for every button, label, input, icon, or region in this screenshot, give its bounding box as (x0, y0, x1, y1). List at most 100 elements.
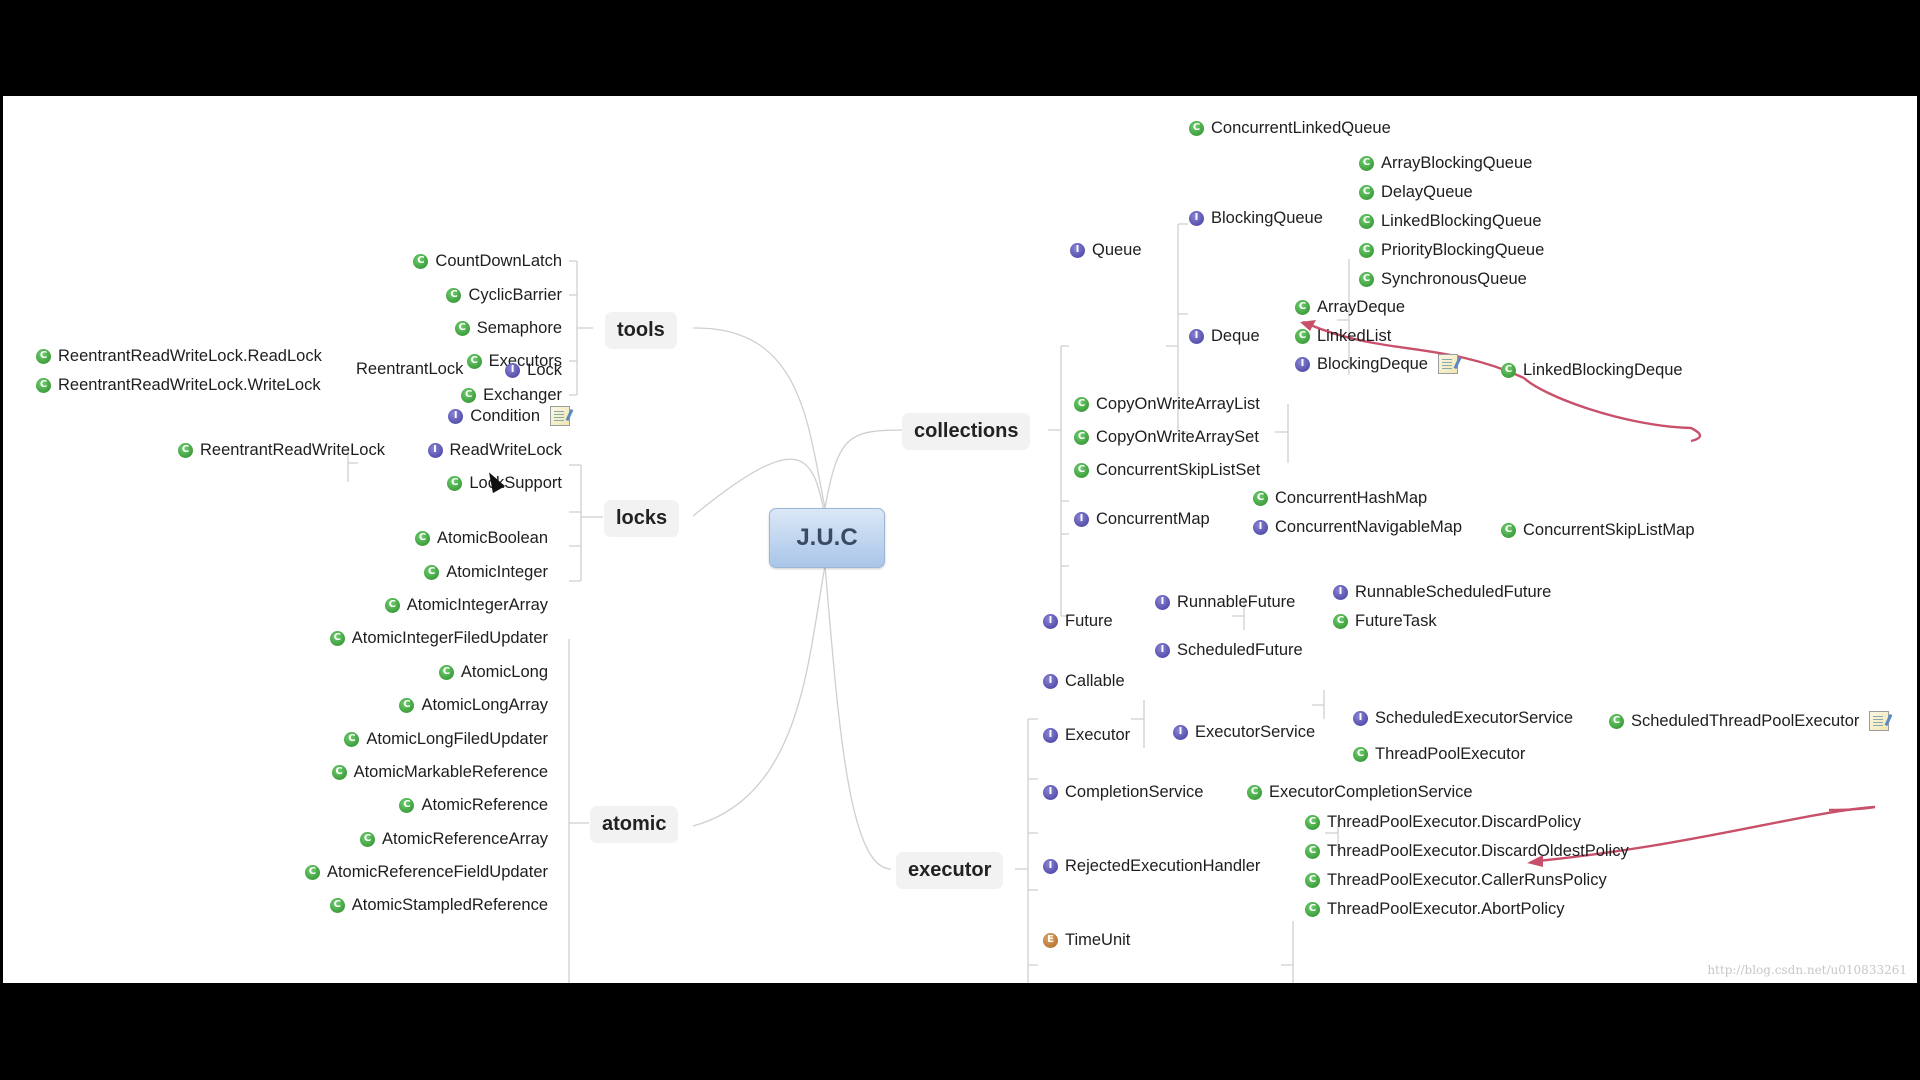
class-icon: C (329, 897, 345, 913)
interface-icon: I (1155, 642, 1170, 658)
class-icon: C (1305, 814, 1320, 830)
interface-icon: I (1189, 328, 1204, 344)
class-icon: C (466, 353, 482, 369)
root-node[interactable]: J.U.C (769, 508, 885, 568)
class-icon: C (1353, 746, 1368, 762)
class-icon: C (1253, 490, 1268, 506)
branch-tools[interactable]: tools (605, 312, 677, 349)
class-icon: C (304, 864, 320, 880)
reentrant-lock-node[interactable]: ReentrantLock (356, 360, 464, 378)
interface-icon: I (505, 362, 521, 378)
enum-icon: E (1043, 932, 1058, 948)
watermark: http://blog.csdn.net/u010833261 (1707, 963, 1907, 977)
class-icon: C (1189, 120, 1204, 136)
interface-icon: I (1189, 210, 1204, 226)
class-icon: C (1609, 713, 1624, 729)
class-icon: C (331, 764, 347, 780)
class-icon: C (1359, 242, 1374, 258)
interface-icon: I (1043, 858, 1058, 874)
interface-icon: I (1295, 356, 1310, 372)
interface-icon: I (427, 442, 443, 458)
interface-icon: I (1155, 594, 1170, 610)
class-icon: C (461, 387, 477, 403)
class-icon: C (447, 475, 463, 491)
branch-collections[interactable]: collections (902, 413, 1031, 450)
class-icon: C (1501, 522, 1516, 538)
class-icon: C (1359, 184, 1374, 200)
class-icon: C (1295, 328, 1310, 344)
interface-icon: I (1253, 519, 1268, 535)
branch-atomic[interactable]: atomic (590, 806, 679, 843)
class-icon: C (446, 287, 462, 303)
interface-icon: I (1074, 511, 1089, 527)
branch-executor[interactable]: executor (896, 852, 1004, 889)
note-icon (550, 406, 570, 426)
class-icon: C (1074, 462, 1089, 478)
branch-locks[interactable]: locks (604, 500, 680, 537)
mindmap-canvas: J.U.C tools locks atomic collections exe… (3, 96, 1917, 983)
